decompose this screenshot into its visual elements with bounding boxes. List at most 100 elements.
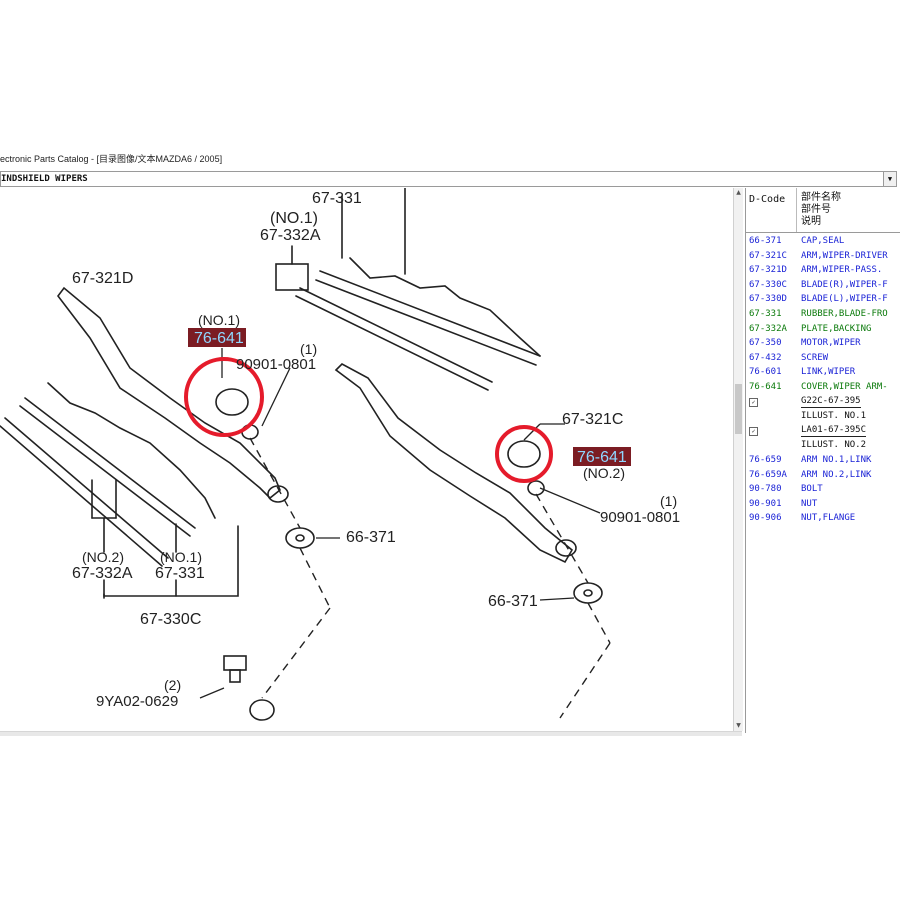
- part-name: PLATE,BACKING: [801, 323, 872, 334]
- part-name: NUT,FLANGE: [801, 513, 856, 524]
- part-name: LINK,WIPER: [801, 367, 856, 378]
- part-name: BLADE(R),WIPER-F: [801, 279, 888, 290]
- part-name: ILLUST. NO.1: [801, 411, 867, 422]
- part-name: NUT: [801, 498, 818, 509]
- part-code: 90-780: [749, 484, 782, 495]
- part-name: ARM,WIPER-PASS.: [801, 265, 883, 276]
- callout-qty-1-b: (1): [660, 493, 677, 509]
- part-name: G22C-67-395: [801, 395, 861, 408]
- part-code: 67-432: [749, 352, 782, 363]
- illustration-horizontal-scrollbar[interactable]: [0, 731, 742, 736]
- callout-76-641-b[interactable]: 76-641: [577, 449, 627, 466]
- table-row[interactable]: 67-330D BLADE(L),WIPER-F: [746, 292, 900, 307]
- part-code: 66-371: [749, 236, 782, 246]
- part-name: ARM NO.2,LINK: [801, 469, 872, 480]
- callout-67-321D[interactable]: 67-321D: [72, 270, 133, 287]
- section-selector[interactable]: INDSHIELD WIPERS ▼: [0, 171, 897, 187]
- part-name: ARM,WIPER-DRIVER: [801, 250, 888, 261]
- header-part-name[interactable]: 部件名称 部件号 说明: [801, 192, 841, 228]
- callout-no1-left: (NO.1): [160, 549, 202, 565]
- part-name: COVER,WIPER ARM-: [801, 381, 888, 392]
- header-name-line: 部件名称: [801, 192, 841, 203]
- part-name: ILLUST. NO.2: [801, 440, 867, 451]
- scroll-up-arrow-icon[interactable]: ▲: [736, 189, 741, 196]
- callout-90901-a[interactable]: 90901-0801: [236, 356, 316, 373]
- header-name-line: 部件号: [801, 204, 831, 215]
- part-code: 67-330D: [749, 294, 787, 305]
- callout-67-331-top[interactable]: 67-331: [312, 190, 362, 207]
- table-row[interactable]: ✓ G22C-67-395: [746, 395, 900, 410]
- callout-no2-mid: (NO.2): [583, 465, 625, 481]
- callout-67-321C[interactable]: 67-321C: [562, 411, 623, 428]
- parts-list-header: D-Code 部件名称 部件号 说明: [746, 188, 900, 233]
- table-row[interactable]: 66-371 CAP,SEAL: [746, 234, 900, 249]
- row-checkbox[interactable]: ✓: [749, 397, 758, 407]
- exploded-diagram: 67-321D (NO.1) 67-332A 67-331 (NO.1) 76-…: [0, 188, 680, 721]
- callout-67-331-left[interactable]: 67-331: [155, 565, 205, 582]
- table-row[interactable]: 67-432 SCREW: [746, 351, 900, 366]
- part-tag-76-641-a[interactable]: [188, 328, 246, 347]
- table-row[interactable]: 90-901 NUT: [746, 497, 900, 512]
- part-code: 67-330C: [749, 279, 787, 290]
- part-name: BOLT: [801, 484, 823, 495]
- part-code: 67-321D: [749, 265, 787, 276]
- table-row[interactable]: 76-659 ARM NO.1,LINK: [746, 453, 900, 468]
- part-tag-76-641-b[interactable]: [573, 447, 631, 466]
- parts-illustration[interactable]: 67-321D (NO.1) 67-332A 67-331 (NO.1) 76-…: [0, 188, 732, 731]
- callout-67-332A-top[interactable]: 67-332A: [260, 227, 321, 244]
- table-row[interactable]: 67-321C ARM,WIPER-DRIVER: [746, 249, 900, 264]
- part-code: 76-601: [749, 367, 782, 378]
- window-title: ectronic Parts Catalog - [目录图像/文本MAZDA6 …: [0, 151, 900, 168]
- callout-qty-1-a: (1): [300, 341, 317, 357]
- parts-list-panel: D-Code 部件名称 部件号 说明 66-371 CAP,SEAL 67-321C…: [745, 188, 900, 733]
- part-code: 67-350: [749, 338, 782, 349]
- table-row[interactable]: ✓ LA01-67-395C: [746, 424, 900, 439]
- part-code: 90-901: [749, 498, 782, 509]
- part-code: 67-332A: [749, 323, 787, 334]
- table-row[interactable]: 67-350 MOTOR,WIPER: [746, 336, 900, 351]
- part-name: RUBBER,BLADE-FRO: [801, 308, 888, 319]
- header-name-line: 说明: [801, 216, 821, 227]
- callout-66-371-b[interactable]: 66-371: [488, 593, 538, 610]
- part-name: CAP,SEAL: [801, 236, 845, 246]
- part-name: ARM NO.1,LINK: [801, 454, 872, 465]
- illustration-vertical-scrollbar[interactable]: ▲ ▼: [733, 188, 743, 731]
- callout-no1-mid: (NO.1): [198, 312, 240, 328]
- table-row[interactable]: ILLUST. NO.1: [746, 409, 900, 424]
- part-code: 76-659A: [749, 469, 787, 480]
- part-code: 90-906: [749, 513, 782, 524]
- callout-67-332A-left[interactable]: 67-332A: [72, 565, 133, 582]
- callout-90901-b[interactable]: 90901-0801: [600, 509, 680, 526]
- table-row[interactable]: 90-780 BOLT: [746, 482, 900, 497]
- scroll-down-arrow-icon[interactable]: ▼: [736, 722, 741, 729]
- part-code: 76-641: [749, 381, 782, 392]
- callout-no1-top: (NO.1): [270, 210, 318, 227]
- part-name: MOTOR,WIPER: [801, 338, 861, 349]
- callout-67-330C[interactable]: 67-330C: [140, 611, 201, 628]
- scroll-thumb[interactable]: [735, 384, 742, 434]
- callout-no2-left: (NO.2): [82, 549, 124, 565]
- part-name: BLADE(L),WIPER-F: [801, 294, 888, 305]
- part-name: LA01-67-395C: [801, 424, 867, 437]
- table-row[interactable]: 67-321D ARM,WIPER-PASS.: [746, 263, 900, 278]
- row-checkbox[interactable]: ✓: [749, 426, 758, 436]
- callout-9ya02[interactable]: 9YA02-0629: [96, 693, 178, 710]
- table-row[interactable]: 67-331 RUBBER,BLADE-FRO: [746, 307, 900, 322]
- table-row[interactable]: 76-659A ARM NO.2,LINK: [746, 468, 900, 483]
- table-row[interactable]: ILLUST. NO.2: [746, 438, 900, 453]
- table-row[interactable]: 76-641 COVER,WIPER ARM-: [746, 380, 900, 395]
- part-code: 67-331: [749, 308, 782, 319]
- part-code: 67-321C: [749, 250, 787, 261]
- callout-qty-2: (2): [164, 677, 181, 693]
- chevron-down-icon[interactable]: ▼: [883, 172, 896, 186]
- callout-66-371-a[interactable]: 66-371: [346, 529, 396, 546]
- table-row[interactable]: 76-601 LINK,WIPER: [746, 365, 900, 380]
- table-row[interactable]: 67-332A PLATE,BACKING: [746, 322, 900, 337]
- header-d-code[interactable]: D-Code: [749, 194, 786, 205]
- table-row[interactable]: 90-906 NUT,FLANGE: [746, 511, 900, 526]
- part-name: SCREW: [801, 352, 829, 363]
- table-row[interactable]: 67-330C BLADE(R),WIPER-F: [746, 278, 900, 293]
- part-code: 76-659: [749, 454, 782, 465]
- callout-76-641-a[interactable]: 76-641: [194, 330, 244, 347]
